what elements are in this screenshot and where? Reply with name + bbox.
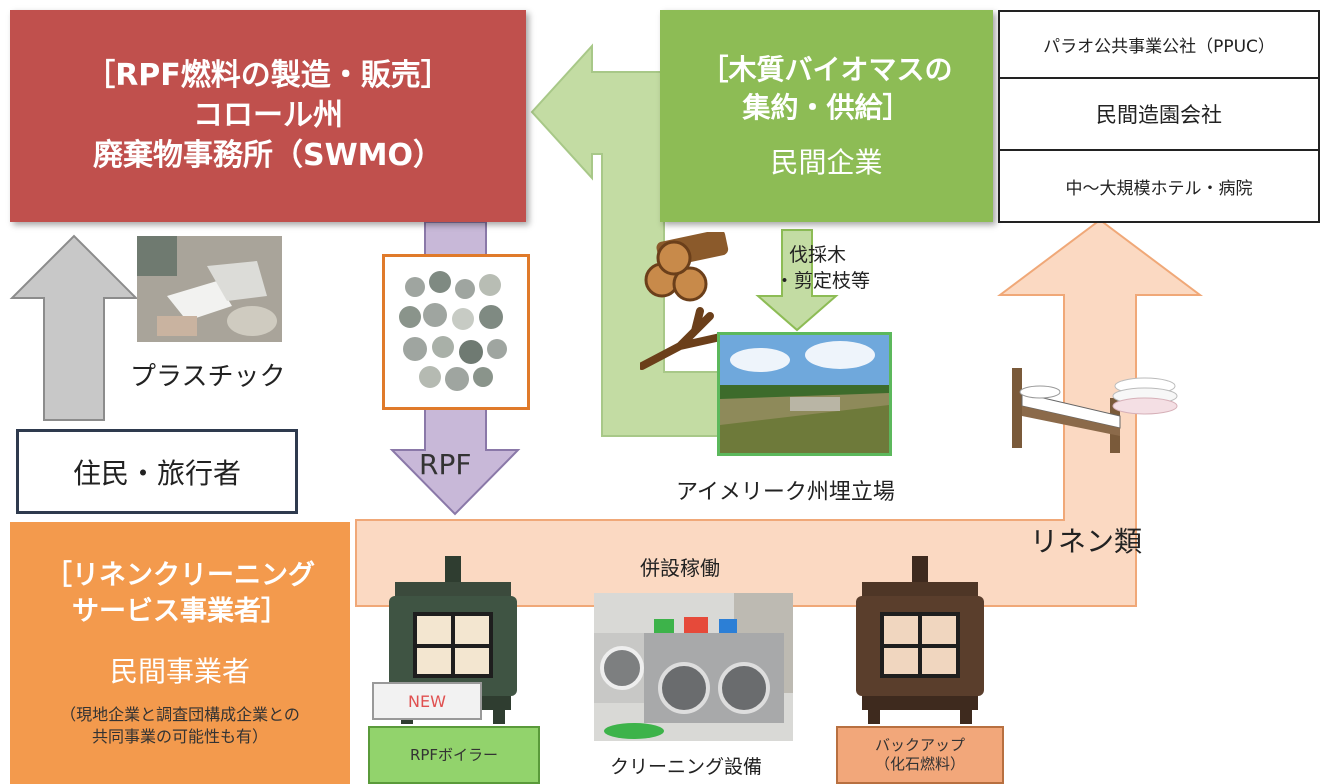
swmo-title-line1: ［RPF燃料の製造・販売］ (85, 58, 451, 93)
landfill-label: アイメリーク州埋立場 (676, 480, 895, 505)
rpf-pellet-photo (382, 254, 530, 410)
residents-label: 住民・旅行者 (72, 456, 241, 490)
rpf-boiler-caption: RPFボイラー (368, 726, 540, 784)
biomass-title-line1: ［木質バイオマスの (700, 53, 953, 86)
co-operation-label: 併設稼働 (640, 556, 720, 580)
supplier-list: パラオ公共事業公社（PPUC） 民間造園会社 中～大規模ホテル・病院 (998, 10, 1320, 223)
plastic-photo (137, 236, 282, 342)
plastic-label: プラスチック (130, 362, 286, 392)
swmo-title-line3: 廃棄物事務所（SWMO） (92, 138, 444, 173)
rpf-boiler-label: RPFボイラー (409, 745, 499, 764)
swmo-box: ［RPF燃料の製造・販売］ コロール州 廃棄物事務所（SWMO） (10, 10, 526, 222)
linen-note-line1: （現地企業と調査団構成企業との (60, 705, 300, 724)
backup-label-line2: （化石燃料） (874, 755, 965, 773)
supplier-item: 民間造園会社 (1000, 79, 1318, 151)
biomass-box: ［木質バイオマスの 集約・供給］ 民間企業 (660, 10, 993, 222)
bed-linen-icon (1012, 368, 1178, 453)
linen-title-line1: ［リネンクリーニング (45, 560, 315, 591)
felled-wood-arrow (755, 229, 839, 332)
plastic-flow-arrow (9, 234, 139, 421)
supplier-item: 中～大規模ホテル・病院 (1065, 178, 1253, 199)
swmo-title-line2: コロール州 (193, 98, 343, 133)
landfill-photo (717, 332, 892, 456)
rpf-label: RPF (419, 448, 472, 481)
rpf-boiler-stove-icon (389, 556, 517, 724)
backup-caption: バックアップ （化石燃料） (836, 726, 1004, 784)
biomass-subtitle: 民間企業 (770, 146, 883, 179)
linen-subtitle: 民間事業者 (109, 655, 250, 688)
new-badge: NEW (372, 682, 482, 720)
logs-icon (644, 232, 729, 302)
linen-items-label: リネン類 (1030, 525, 1143, 558)
new-badge-label: NEW (408, 691, 446, 711)
linen-title-line2: サービス事業者］ (72, 596, 288, 627)
linen-note-line2: 共同事業の可能性も有） (91, 727, 268, 746)
linen-operator-box: ［リネンクリーニング サービス事業者］ 民間事業者 （現地企業と調査団構成企業と… (10, 522, 350, 784)
biomass-flow-arrow (530, 43, 726, 437)
cleaning-label: クリーニング設備 (610, 756, 763, 778)
supplier-item: パラオ公共事業公社（PPUC） (1000, 12, 1318, 79)
residents-box: 住民・旅行者 (16, 429, 298, 514)
backup-stove-icon (856, 556, 984, 724)
biomass-title-line2: 集約・供給］ (742, 91, 911, 124)
felled-wood-label-line1: 伐採木 (789, 244, 847, 266)
cleaning-equipment-photo (594, 593, 793, 741)
felled-wood-label-line2: ・剪定枝等 (775, 270, 871, 292)
backup-label-line1: バックアップ (874, 736, 965, 754)
